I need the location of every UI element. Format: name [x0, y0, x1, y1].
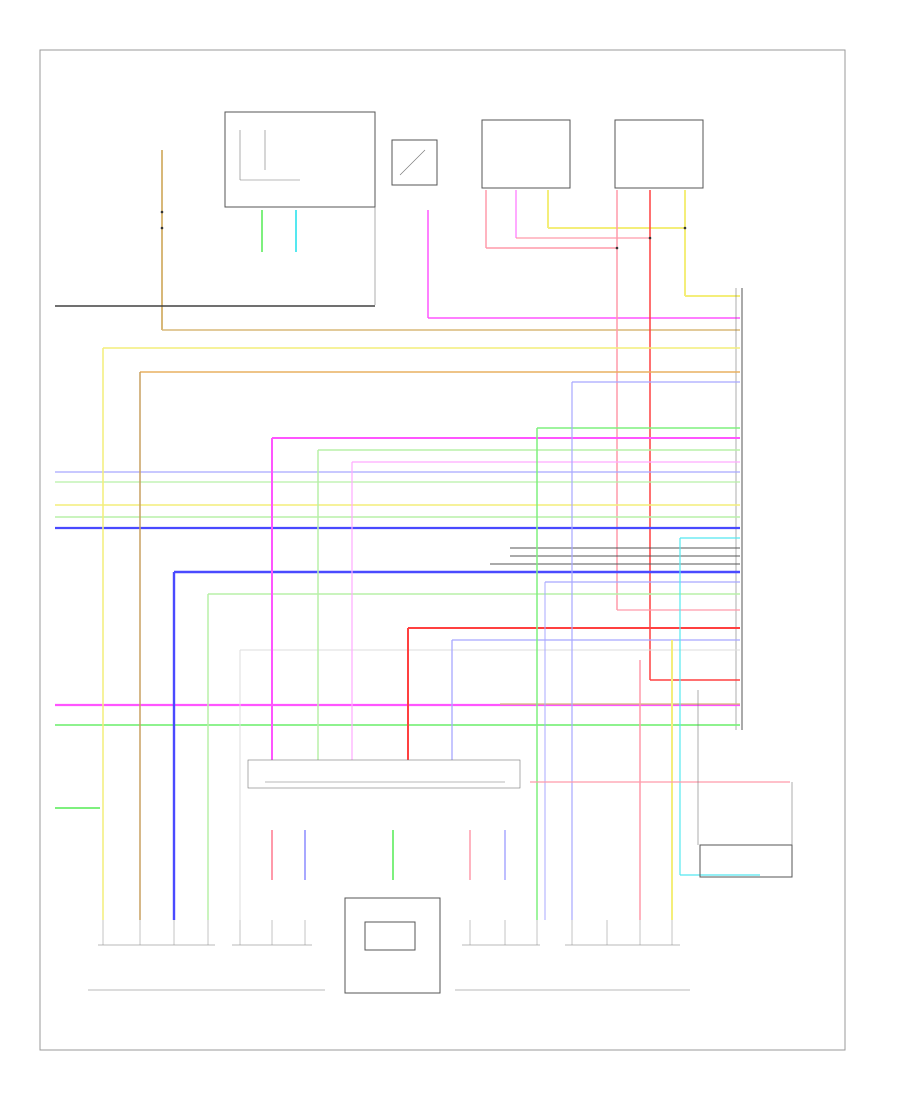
- lower-right-box: [699, 844, 793, 878]
- center-module-outline: [247, 759, 521, 789]
- sensor-a-box: [481, 119, 571, 189]
- top-left-section: [55, 111, 740, 331]
- bottom-connectors: [88, 920, 690, 991]
- center-unit-box: [344, 897, 441, 994]
- diagram-frame: [39, 49, 846, 1051]
- junction-pink-c: [615, 246, 619, 250]
- vertical-drops: [102, 348, 790, 920]
- top-right-sensors: [481, 119, 740, 680]
- junction-yellow-d: [683, 226, 687, 230]
- fuse-junction-2: [160, 226, 164, 230]
- lower-right-module: [697, 690, 793, 878]
- control-module-connector: [735, 288, 743, 730]
- switch-box: [391, 139, 438, 186]
- horizontal-bus: [55, 347, 740, 809]
- switch-blade: [399, 149, 426, 176]
- sensor-b-box: [614, 119, 704, 189]
- center-sensor-module: [247, 759, 521, 994]
- fuse-junction-1: [160, 210, 164, 214]
- junction-red-d: [648, 236, 652, 240]
- center-inner-box: [364, 921, 416, 951]
- relay-module-box: [224, 111, 376, 208]
